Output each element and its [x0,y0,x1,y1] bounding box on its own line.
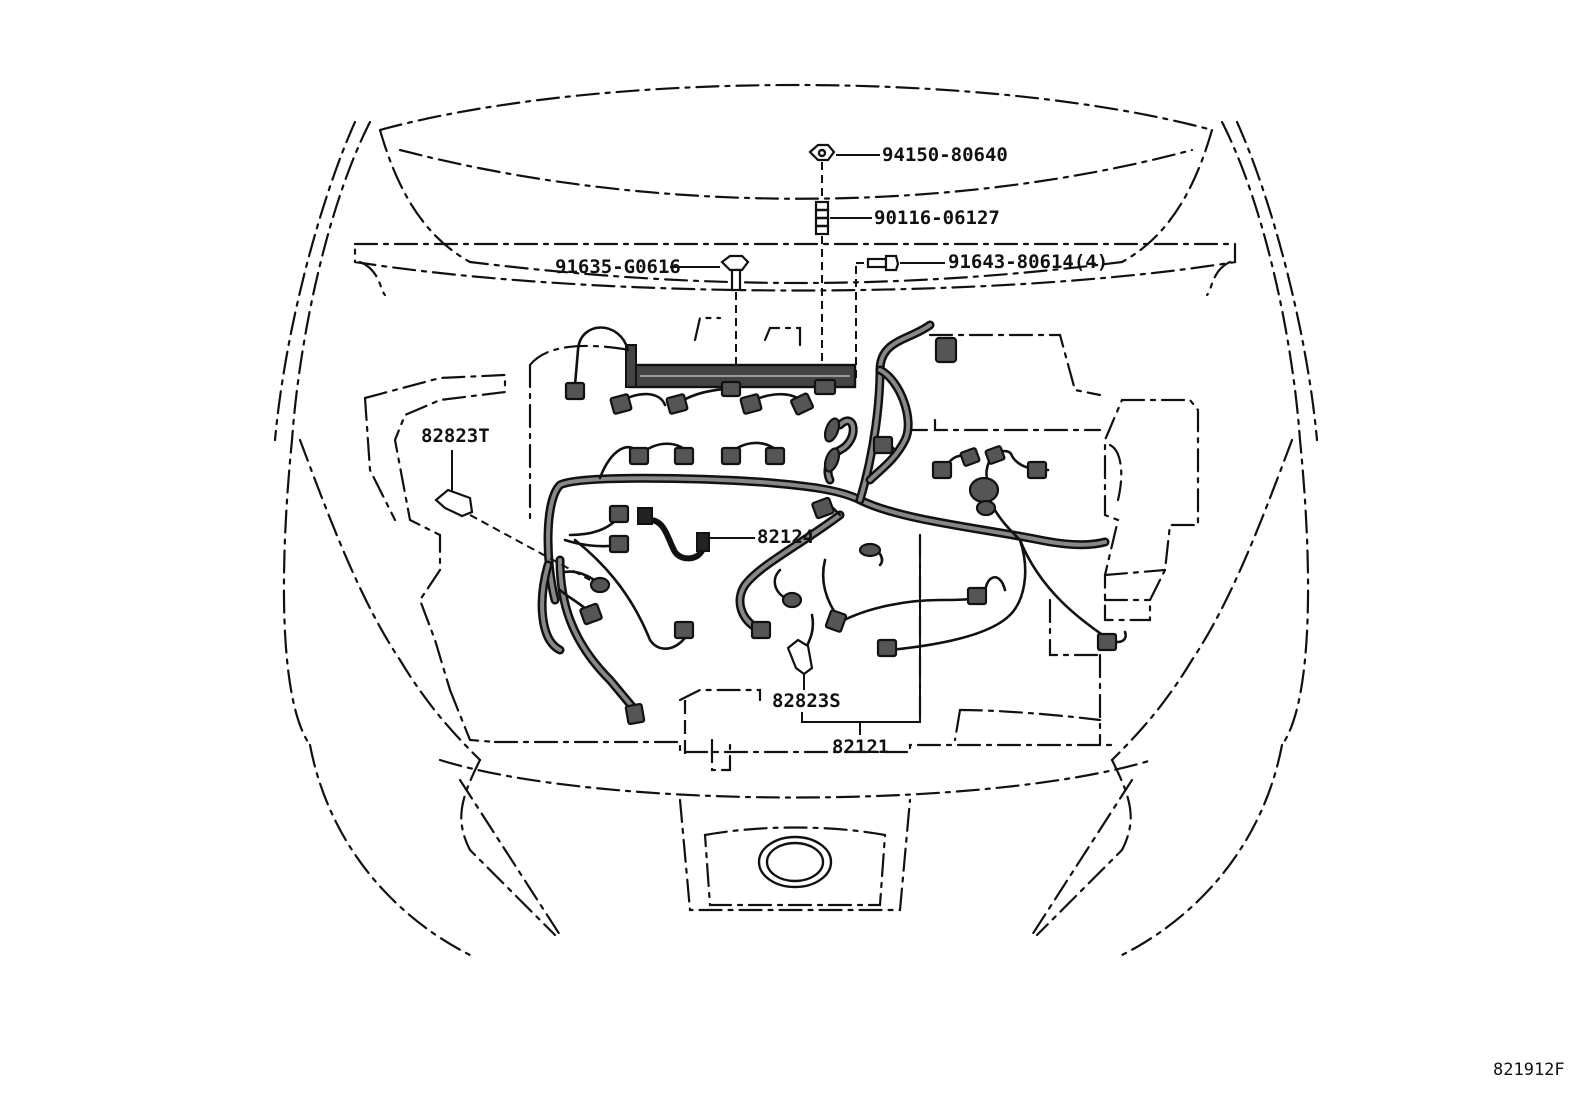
clamp-82823T-part [434,488,474,518]
harness-connectors [564,336,1118,726]
bolt-left-part [720,254,750,272]
label-protector: 82124 [757,526,815,548]
bolt-right-part [866,257,888,269]
label-engine-wire: 82121 [832,736,890,758]
label-stud: 90116-06127 [874,207,1000,229]
label-clamp-bottom: 82823S [772,690,841,712]
nut-part [808,143,836,162]
label-clamp-left: 82823T [421,425,490,447]
figure-code: 821912F [1493,1060,1565,1080]
vehicle-outline [273,83,1319,957]
label-nut: 94150-80640 [882,144,1008,166]
label-leaders [710,537,921,735]
label-bolt-right: 91643-80614(4) [948,251,1109,273]
clamp-82823S-part [786,638,814,676]
label-bolt-left: 91635-G0616 [555,256,681,278]
clamps [434,450,814,690]
fasteners [670,143,945,380]
engine-wire-harness [537,320,1127,726]
